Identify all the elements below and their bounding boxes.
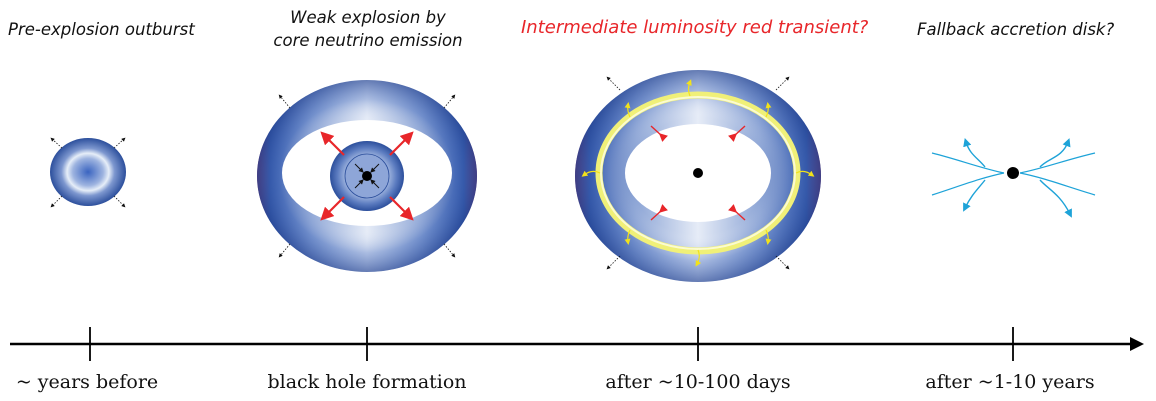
stage2-red-arrows bbox=[320, 131, 414, 221]
timeline-axis bbox=[10, 327, 1144, 361]
time-label-4: after ~1-10 years bbox=[925, 371, 1095, 393]
stage2-black-hole bbox=[362, 171, 372, 181]
stage1-title: Pre-explosion outburst bbox=[8, 20, 195, 39]
stage1-star bbox=[50, 137, 126, 208]
stage4-title: Fallback accretion disk? bbox=[917, 20, 1115, 39]
stage3-title: Intermediate luminosity red transient? bbox=[521, 17, 869, 38]
stage3-yellow-arrows bbox=[581, 79, 815, 267]
stage3-shell bbox=[575, 70, 821, 282]
stage3-red-arrows bbox=[650, 125, 746, 221]
stage4-outflow-arrows bbox=[963, 137, 1072, 218]
stage4-black-hole bbox=[1007, 167, 1019, 179]
time-label-1: ~ years before bbox=[15, 371, 159, 393]
stage4-disk-lines bbox=[931, 152, 1096, 196]
stage2-shell bbox=[257, 80, 477, 272]
time-label-3: after ~10-100 days bbox=[605, 371, 791, 393]
stage3-black-hole bbox=[693, 168, 703, 178]
stage4-accretion bbox=[931, 137, 1096, 218]
stage2-title-line1: Weak explosion by bbox=[290, 8, 446, 27]
time-label-2: black hole formation bbox=[267, 371, 467, 393]
stage2-title: Weak explosion by core neutrino emission bbox=[262, 6, 474, 52]
stage2-title-line2: core neutrino emission bbox=[273, 31, 463, 50]
